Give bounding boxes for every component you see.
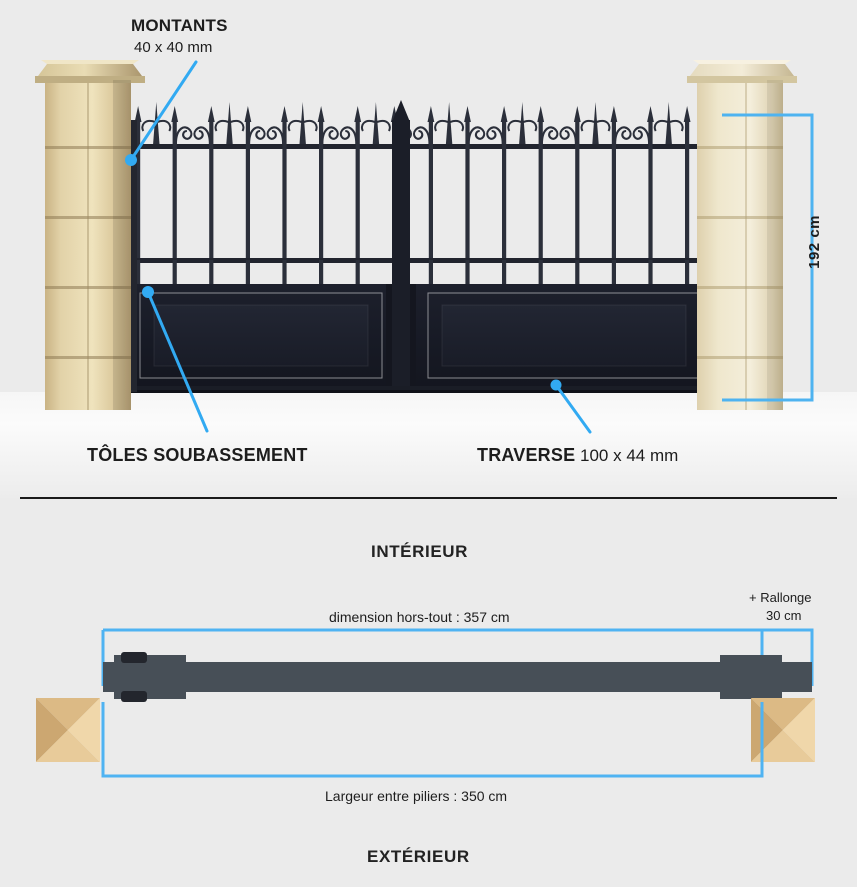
callout-dot-montants xyxy=(125,154,137,166)
label-dimension-hors-tout: dimension hors-tout : 357 cm xyxy=(329,609,510,625)
pillar-left-svg xyxy=(35,60,145,410)
label-rallonge-line1: + Rallonge xyxy=(749,590,812,605)
callout-dot-traverse xyxy=(550,379,562,391)
label-montants-title: MONTANTS xyxy=(131,16,228,35)
callout-dot-toles xyxy=(142,286,154,298)
section-separator xyxy=(20,497,837,499)
label-exterieur: EXTÉRIEUR xyxy=(367,847,470,866)
plan-dim-largeur xyxy=(101,702,764,778)
pillar-right-svg xyxy=(687,60,797,410)
label-traverse-sub: 100 x 44 mm xyxy=(580,446,679,465)
dimension-bracket-height xyxy=(722,113,814,402)
pillar-left xyxy=(35,58,145,410)
callout-line-toles xyxy=(146,290,209,433)
dimension-label-height: 192 cm xyxy=(806,215,823,269)
label-traverse-title: TRAVERSE xyxy=(477,445,576,465)
plan-view: INTÉRIEUR dimension hors-tout : 357 cm +… xyxy=(0,500,857,887)
label-toles-title: TÔLES SOUBASSEMENT xyxy=(87,445,308,465)
callout-line-montants xyxy=(129,60,198,162)
plan-svg xyxy=(36,628,815,778)
plan-hinge-right-block xyxy=(720,655,782,699)
gate-elevation xyxy=(128,100,712,396)
plan-hinge-left-bottom xyxy=(121,691,147,702)
callout-line-traverse xyxy=(554,383,592,434)
elevation-view: MONTANTS 40 x 40 mm 192 cm TÔLES SOUBASS… xyxy=(0,16,857,498)
callout-layer xyxy=(125,60,814,434)
pillar-right xyxy=(687,58,797,410)
label-interieur: INTÉRIEUR xyxy=(371,542,469,561)
label-montants-sub: 40 x 40 mm xyxy=(134,39,213,56)
label-traverse: TRAVERSE 100 x 44 mm xyxy=(477,445,678,466)
label-largeur-entre-piliers: Largeur entre piliers : 350 cm xyxy=(325,788,508,804)
gate-svg xyxy=(128,100,712,393)
plan-pillar-right xyxy=(751,698,815,762)
plan-hinge-left-top xyxy=(121,652,147,663)
plan-gate-leaf-main xyxy=(103,662,762,692)
plan-pillar-left xyxy=(36,698,100,762)
label-rallonge-line2: 30 cm xyxy=(766,608,802,623)
